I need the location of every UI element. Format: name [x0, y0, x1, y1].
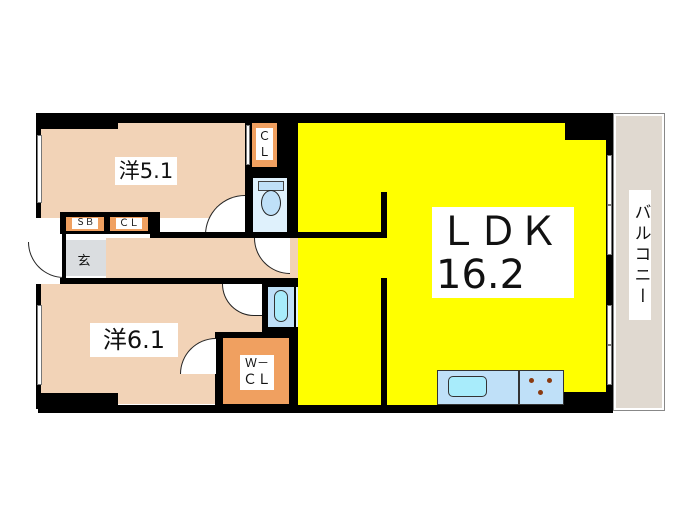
toilet-bowl — [261, 190, 281, 216]
closet-2-label: ＣＬ — [116, 218, 142, 229]
kitchen-sink — [448, 376, 487, 397]
wic-label-2: ＣＬ — [240, 370, 274, 390]
wash-basin — [274, 290, 288, 322]
wall-ldk-corner — [565, 113, 613, 140]
wic-label-1: Ｗ－ — [240, 355, 274, 370]
outer-wall-top — [38, 113, 613, 123]
closet-1-label-1: Ｃ — [256, 128, 273, 144]
bedroom-1-label: 洋5.1 — [115, 157, 177, 185]
wall-ldk-partition — [381, 192, 387, 238]
wall-bedroom1-bottom — [150, 232, 380, 238]
ldk-label-1: ＬＤＫ — [432, 207, 574, 257]
entrance-label: 玄 — [77, 254, 91, 269]
wall-ldk-inner — [298, 232, 384, 238]
front-door[interactable] — [28, 242, 64, 278]
window-ldk-2 — [607, 205, 612, 255]
shoe-box-label: ＳＢ — [72, 218, 98, 229]
closet-1-label-2: Ｌ — [256, 144, 273, 160]
wall-entrance-left — [62, 232, 66, 282]
entrance — [66, 240, 106, 276]
ldk-label-2: 16.2 — [432, 252, 574, 298]
closet-1-door[interactable] — [246, 125, 250, 165]
window-bedroom-1 — [37, 135, 42, 203]
burner-2 — [547, 378, 552, 383]
burner-1 — [529, 378, 534, 383]
burner-3 — [538, 390, 543, 395]
wall-hallway-bottom — [60, 278, 385, 284]
wall-ldk-left — [290, 113, 298, 238]
bedroom-2-label: 洋6.1 — [90, 323, 178, 357]
wall-kitchen-corner — [564, 392, 613, 410]
window-ldk-3 — [607, 305, 612, 345]
window-bedroom-2 — [37, 305, 42, 385]
window-ldk-4 — [607, 345, 612, 385]
balcony-label: バルコニー — [629, 190, 651, 320]
wall-block-bedroom2 — [40, 393, 118, 407]
stove — [519, 370, 564, 405]
window-ldk-1 — [607, 155, 612, 205]
wall-block-bedroom1 — [40, 113, 118, 129]
wall-right — [606, 113, 614, 411]
wall-ldk-divide — [381, 278, 387, 408]
